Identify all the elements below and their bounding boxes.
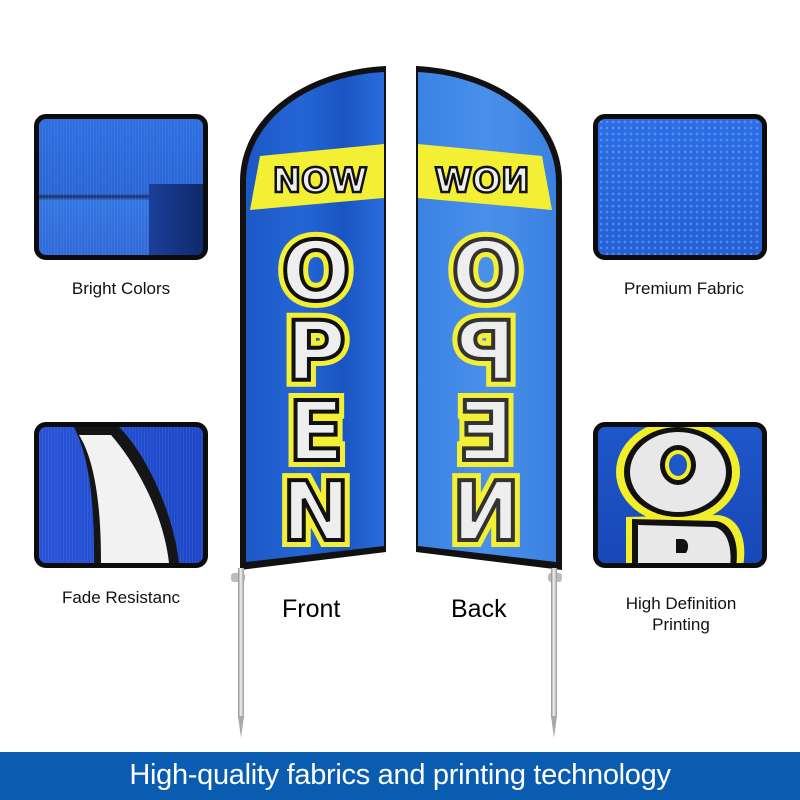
svg-text:N: N	[282, 465, 351, 560]
front-now-text: NOW	[273, 161, 368, 201]
premium-fabric-caption: Premium Fabric	[624, 279, 744, 298]
premium-fabric-image	[593, 114, 767, 260]
letter-closeup-illustration	[616, 427, 745, 563]
back-ground-spike-pole	[551, 568, 557, 718]
footer-banner-text: High-quality fabrics and printing techno…	[129, 759, 671, 791]
svg-text:O: O	[281, 225, 351, 320]
fabric-edge-illustration	[74, 427, 179, 563]
svg-text:P: P	[286, 305, 346, 400]
back-now-text: NOW	[435, 161, 530, 201]
svg-text:P: P	[456, 305, 516, 400]
front-spike-tip	[238, 716, 244, 738]
front-ground-spike-pole	[238, 568, 244, 718]
bright-colors-caption: Bright Colors	[71, 279, 171, 298]
svg-text:E: E	[458, 385, 514, 480]
back-label: Back	[451, 595, 507, 623]
high-definition-printing-image	[593, 422, 767, 568]
back-feather-flag: NOW OO PP EE NN	[416, 66, 562, 570]
svg-text:N: N	[282, 465, 351, 560]
front-feather-flag: NOW OO PP EE NN	[240, 66, 386, 570]
svg-text:P: P	[456, 305, 516, 400]
fade-resistance-caption: Fade Resistanc	[61, 588, 181, 607]
fabric-fold-shadow	[148, 184, 203, 255]
fade-resistance-fabric-image	[34, 422, 208, 568]
svg-text:O: O	[281, 225, 351, 320]
bright-colors-fabric-image	[34, 114, 208, 260]
svg-text:O: O	[451, 225, 521, 320]
hd-printing-caption-line2: Printing	[652, 615, 710, 634]
footer-banner: High-quality fabrics and printing techno…	[0, 752, 800, 800]
svg-text:N: N	[452, 465, 521, 560]
svg-text:O: O	[451, 225, 521, 320]
back-spike-tip	[551, 716, 557, 738]
front-label: Front	[282, 595, 341, 623]
svg-text:E: E	[458, 385, 514, 480]
svg-text:P: P	[286, 305, 346, 400]
svg-text:E: E	[288, 385, 344, 480]
hd-printing-caption-line1: High Definition	[625, 594, 737, 613]
svg-text:N: N	[452, 465, 521, 560]
svg-text:E: E	[288, 385, 344, 480]
